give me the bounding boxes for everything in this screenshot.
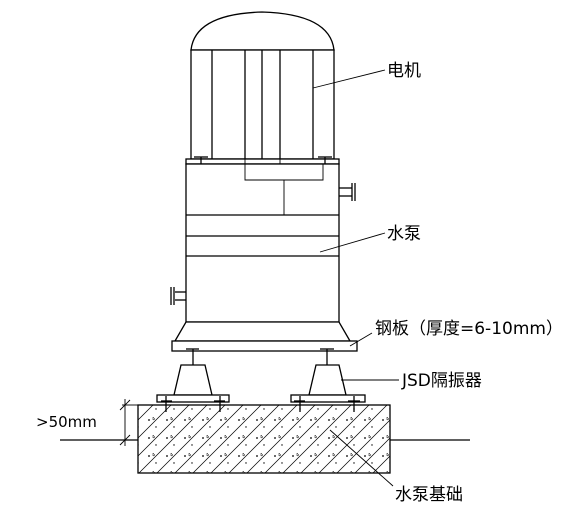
pump-base (173, 321, 352, 342)
isolator-right (290, 348, 366, 412)
motor (185, 11, 340, 169)
pump-inlet-nozzle (170, 287, 186, 305)
pump (170, 163, 356, 342)
motor-flange (185, 158, 340, 165)
pump-casing (185, 163, 340, 323)
motor-dome (190, 11, 335, 51)
foundation-label: 水泵基础 (395, 485, 463, 505)
steel-plate (171, 340, 358, 352)
pump-foundation (60, 404, 470, 474)
pump-label: 水泵 (387, 224, 421, 244)
isolator-left (156, 348, 230, 412)
dimension-marker: >50mm (36, 399, 138, 446)
motor-label: 电机 (387, 61, 421, 81)
dimension-label: >50mm (36, 413, 97, 431)
steel-plate-label: 钢板（厚度=6-10mm） (375, 319, 563, 339)
leader-lines (312, 69, 399, 487)
isolator-label: JSD隔振器 (401, 371, 482, 391)
pump-outlet-nozzle (339, 183, 356, 201)
